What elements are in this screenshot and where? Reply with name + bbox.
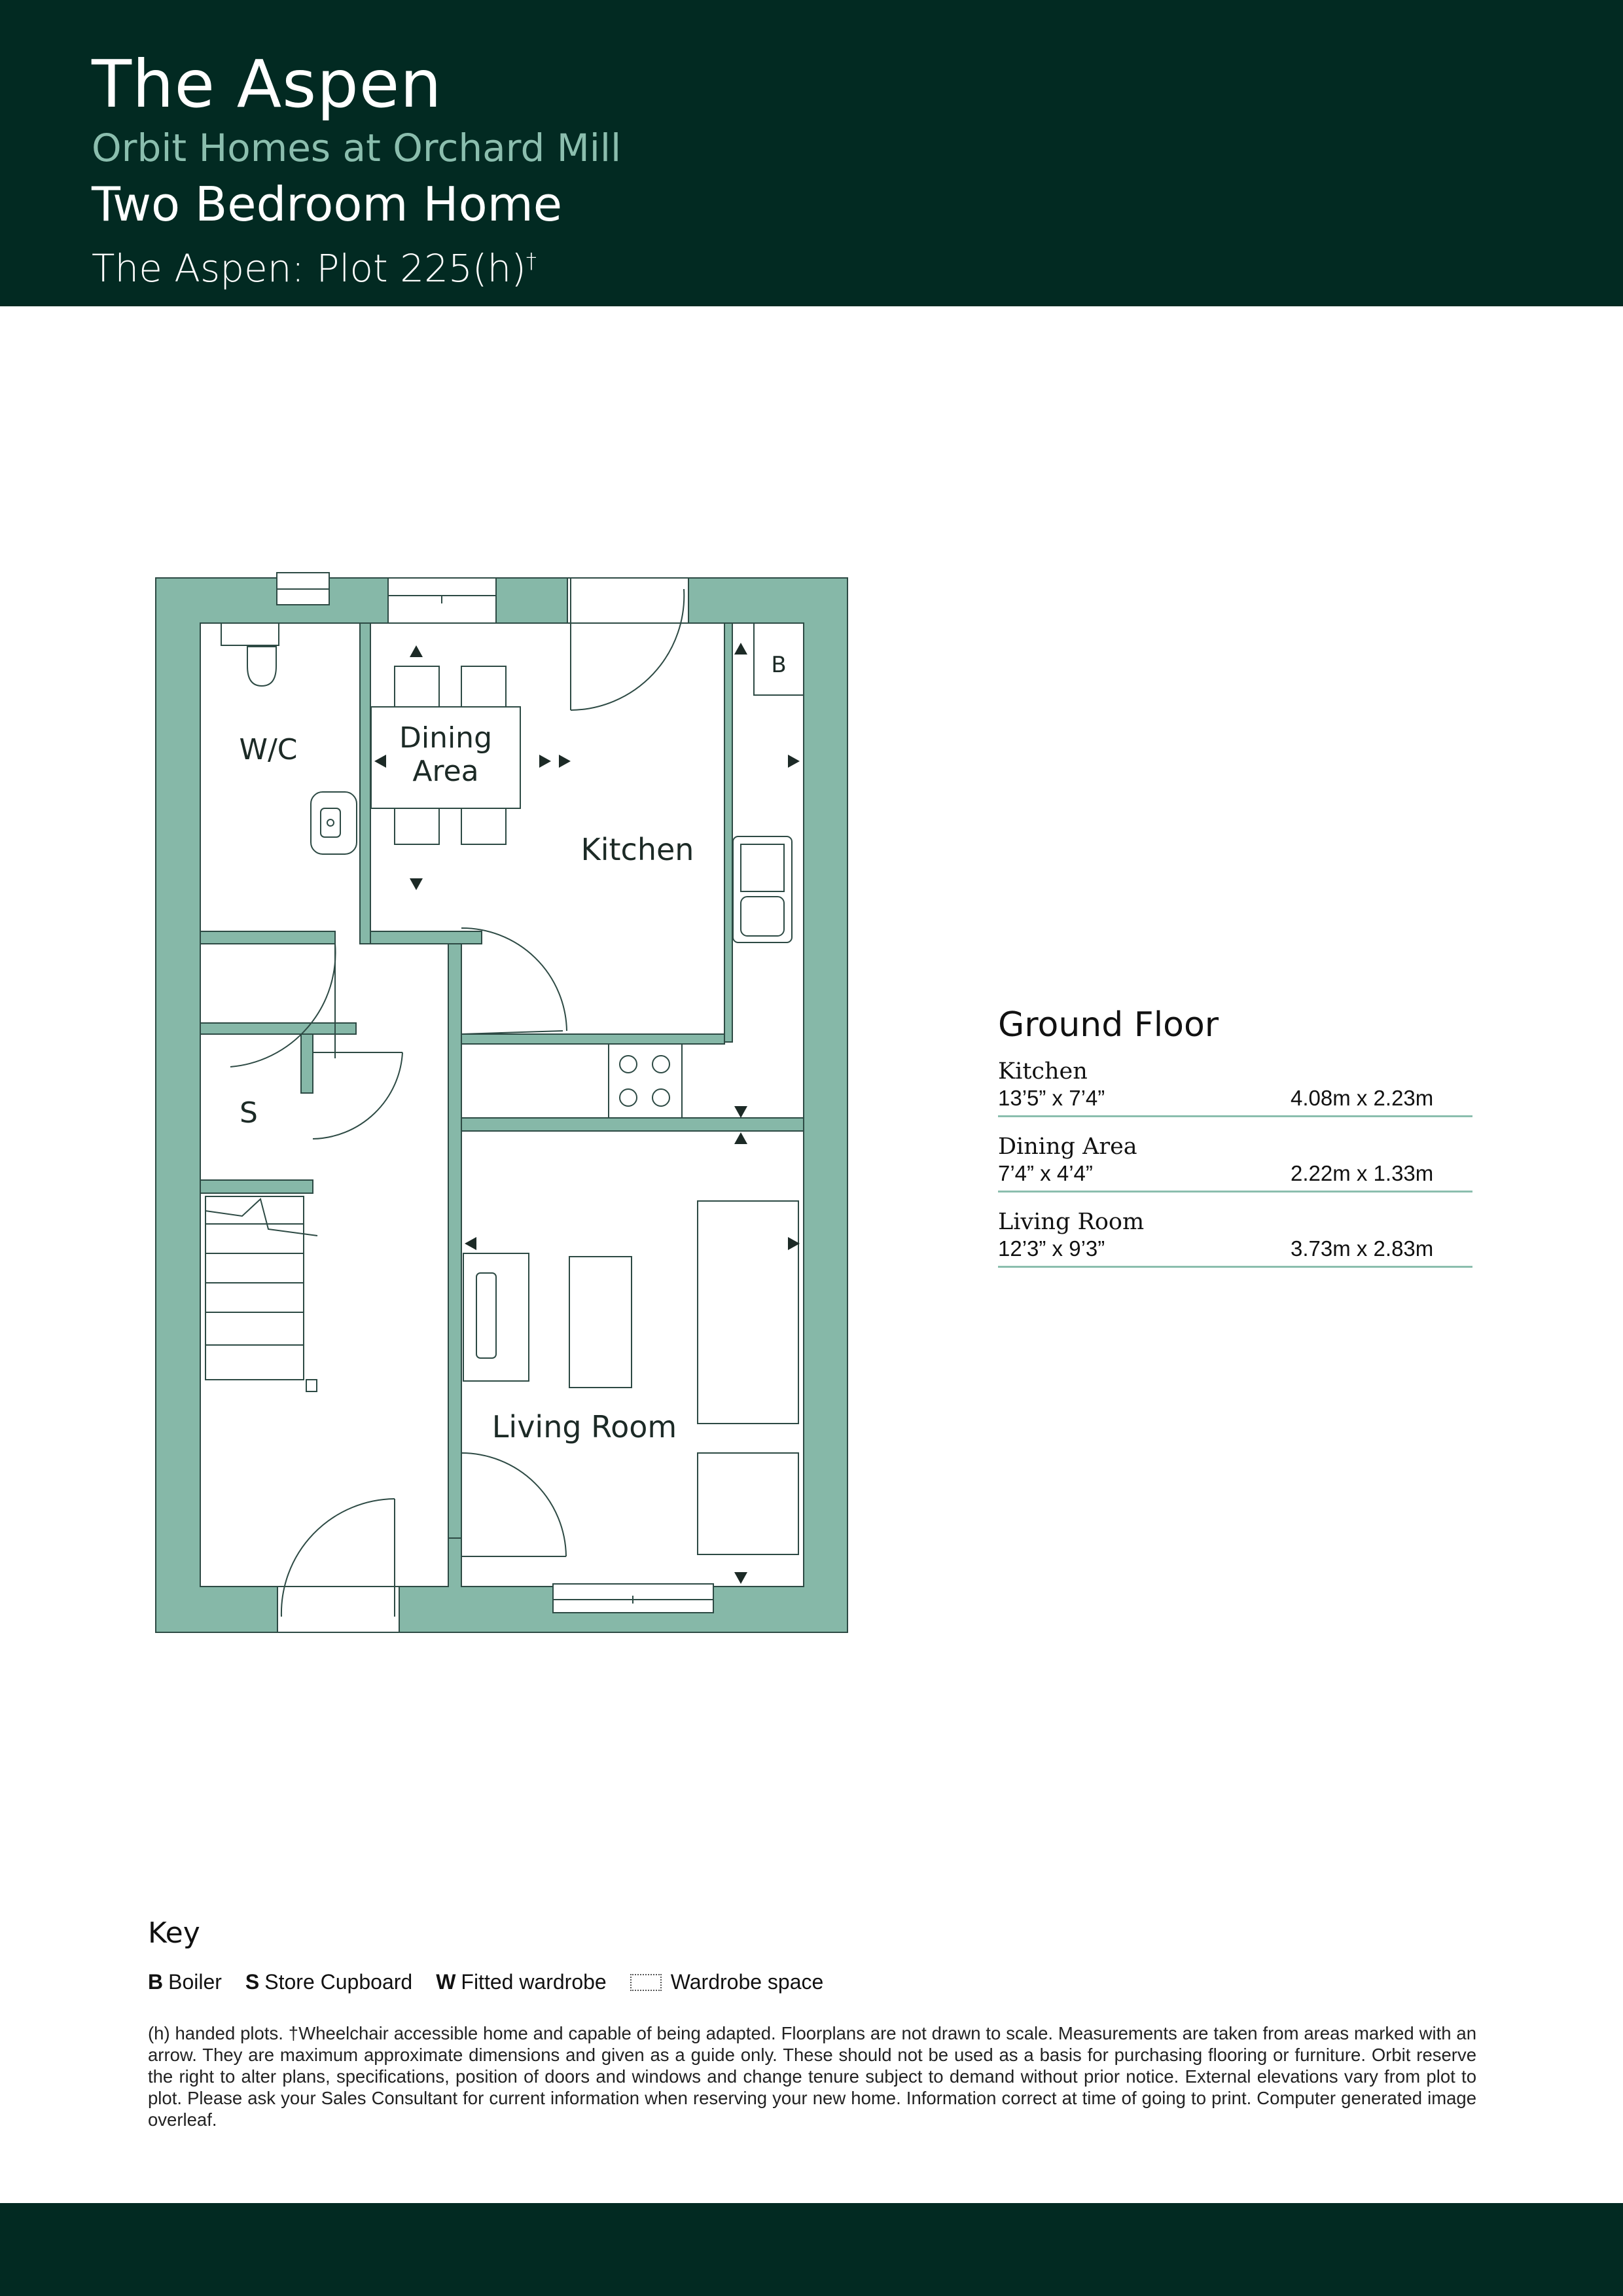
wardrobe-space-icon (630, 1973, 662, 1991)
room-label-kitchen: Kitchen (581, 832, 694, 867)
schedule-row: Dining Area 7’4” x 4’4” 2.22m x 1.33m (998, 1130, 1472, 1193)
fixtures (205, 622, 804, 1555)
room-schedule: Ground Floor Kitchen 13’5” x 7’4” 4.08m … (998, 1005, 1472, 1281)
room-label-wc: W/C (239, 733, 297, 766)
schedule-room-name: Living Room (998, 1209, 1145, 1235)
development-name: Orbit Homes at Orchard Mill (92, 126, 622, 170)
plot-dagger: † (526, 248, 537, 274)
internal-walls (200, 622, 804, 1539)
room-label-dining-2: Area (412, 755, 478, 788)
room-label-dining-1: Dining (399, 721, 492, 755)
room-label-store: S (240, 1096, 258, 1130)
schedule-room-name: Kitchen (998, 1058, 1088, 1085)
ground-floor-plan: W/C Dining Area Kitchen Living Room S B (155, 572, 848, 1633)
schedule-metric: 2.22m x 1.33m (1291, 1161, 1434, 1185)
room-label-living: Living Room (492, 1409, 677, 1444)
schedule-metric: 4.08m x 2.23m (1291, 1086, 1434, 1110)
schedule-dims: 13’5” x 7’4” 4.08m x 2.23m (998, 1085, 1472, 1111)
schedule-title: Ground Floor (998, 1005, 1219, 1045)
schedule-imperial: 7’4” x 4’4” (998, 1161, 1093, 1185)
schedule-imperial: 13’5” x 7’4” (998, 1086, 1105, 1110)
measurement-arrows (374, 643, 800, 1584)
plot-label: The Aspen: Plot 225(h)† (92, 246, 537, 291)
room-label-boiler: B (771, 652, 786, 678)
header-banner: The Aspen Orbit Homes at Orchard Mill Tw… (0, 0, 1623, 306)
plot-text: The Aspen: Plot 225(h) (92, 246, 526, 291)
key-label: Boiler (168, 1970, 222, 1994)
schedule-dims: 12’3” x 9’3” 3.73m x 2.83m (998, 1236, 1472, 1262)
windows-doors-openings (276, 572, 714, 1633)
door-swings (230, 578, 685, 1617)
key-code: W (436, 1970, 456, 1994)
disclaimer-text: (h) handed plots. †Wheelchair accessible… (148, 2023, 1476, 2130)
key-item-wardrobe-space: Wardrobe space (630, 1970, 824, 1994)
footer-banner (0, 2203, 1623, 2296)
key-label: Store Cupboard (264, 1970, 413, 1994)
schedule-dims: 7’4” x 4’4” 2.22m x 1.33m (998, 1160, 1472, 1187)
schedule-room-name: Dining Area (998, 1134, 1137, 1160)
key-label: Wardrobe space (670, 1970, 824, 1994)
home-type: Two Bedroom Home (92, 177, 563, 232)
key-label: Fitted wardrobe (461, 1970, 607, 1994)
key-code: S (245, 1970, 260, 1994)
key-code: B (148, 1970, 164, 1994)
key-title: Key (148, 1916, 200, 1950)
schedule-row: Kitchen 13’5” x 7’4” 4.08m x 2.23m (998, 1055, 1472, 1117)
page-title: The Aspen (92, 46, 442, 122)
schedule-imperial: 12’3” x 9’3” (998, 1236, 1105, 1261)
schedule-metric: 3.73m x 2.83m (1291, 1236, 1434, 1261)
schedule-row: Living Room 12’3” x 9’3” 3.73m x 2.83m (998, 1206, 1472, 1268)
